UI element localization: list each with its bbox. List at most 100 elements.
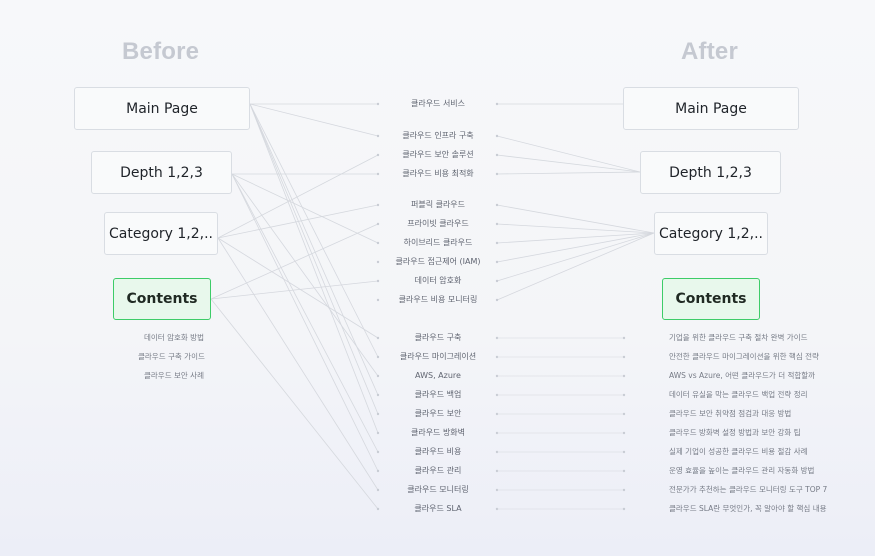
keyword-item: 클라우드 보안 [414, 409, 462, 418]
keyword-item: 퍼블릭 클라우드 [410, 200, 466, 209]
connector-dot [495, 241, 499, 245]
after-content-item: 클라우드 방화벽 설정 방법과 보안 강화 팁 [669, 428, 801, 437]
connector-dot [376, 488, 380, 492]
after-depth-node: Depth 1,2,3 [640, 151, 781, 194]
connector-line [496, 232, 655, 301]
keyword-item: 클라우드 보안 솔루션 [402, 150, 474, 159]
after-main-page-node: Main Page [623, 87, 799, 130]
after-content-item: 실제 기업이 성공한 클라우드 비용 절감 사례 [669, 447, 808, 456]
connector-line [217, 204, 379, 239]
after-content-item: 운영 효율을 높이는 클라우드 관리 자동화 방법 [669, 466, 815, 475]
before-content-item: 데이터 암호화 방법 [144, 333, 204, 342]
after-content-item: AWS vs Azure, 어떤 클라우드가 더 적합할까 [669, 371, 816, 380]
connector-dot [622, 469, 626, 473]
after-content-item: 전문가가 추천하는 클라우드 모니터링 도구 TOP 7 [669, 485, 828, 494]
before-heading: Before [122, 38, 200, 65]
after-content-item: 기업을 위한 클라우드 구축 절차 완벽 가이드 [669, 333, 808, 342]
keyword-item: 클라우드 비용 최적화 [402, 169, 474, 178]
before-depth-node: Depth 1,2,3 [91, 151, 232, 194]
connector-dot [376, 355, 380, 359]
connector-dot [376, 336, 380, 340]
connector-dot [495, 279, 499, 283]
connector-dot [376, 374, 380, 378]
connector-line [496, 232, 655, 263]
connector-line [496, 223, 655, 234]
connector-dot [376, 298, 380, 302]
connector-line [249, 103, 379, 137]
connector-dot [622, 507, 626, 511]
connector-dot [376, 450, 380, 454]
keyword-item: 클라우드 비용 모니터링 [398, 295, 478, 304]
connector-dot [622, 336, 626, 340]
connector-dot [495, 222, 499, 226]
after-heading: After [681, 38, 739, 65]
connector-dot [622, 393, 626, 397]
connector-dot [376, 393, 380, 397]
connector-line [217, 237, 379, 339]
keyword-item: 클라우드 인프라 구축 [402, 131, 474, 140]
connector-line [496, 232, 655, 282]
after-content-item: 클라우드 보안 취약점 점검과 대응 방법 [669, 409, 792, 418]
connector-line [217, 237, 379, 491]
connector-dot [622, 450, 626, 454]
before-main-page-node: Main Page [74, 87, 250, 130]
after-category-node: Category 1,2,.. [654, 212, 768, 255]
after-content-item: 클라우드 SLA란 무엇인가, 꼭 알아야 할 핵심 내용 [669, 504, 827, 513]
connector-dot [622, 412, 626, 416]
connector-dot [622, 374, 626, 378]
connector-line [496, 171, 641, 175]
connector-line [210, 298, 379, 510]
keyword-item: 클라우드 방화벽 [410, 428, 466, 437]
connector-line [231, 173, 379, 244]
connector-line [496, 154, 641, 173]
keyword-item: 클라우드 마이그레이션 [399, 352, 477, 361]
after-content-item: 안전한 클라우드 마이그레이션을 위한 핵심 전략 [669, 352, 819, 361]
connector-dot [622, 355, 626, 359]
connector-dot [376, 172, 380, 176]
keyword-item: 클라우드 모니터링 [407, 485, 469, 494]
keyword-item: 클라우드 관리 [414, 466, 462, 475]
connector-dot [622, 431, 626, 435]
before-content-item: 클라우드 보안 사례 [144, 371, 204, 380]
connector-line [231, 173, 379, 472]
connector-line [249, 103, 379, 415]
connector-line [210, 223, 379, 300]
connector-dot [376, 431, 380, 435]
connector-line [496, 232, 655, 244]
connector-dot [495, 134, 499, 138]
connector-dot [376, 469, 380, 473]
keyword-item: 프라이빗 클라우드 [407, 219, 469, 228]
after-content-item: 데이터 유실을 막는 클라우드 백업 전략 정리 [669, 390, 808, 399]
before-content-item: 클라우드 구축 가이드 [138, 352, 205, 361]
after-contents-node: Contents [662, 278, 760, 320]
connector-dot [376, 279, 380, 283]
connector-dot [495, 172, 499, 176]
keyword-item: 클라우드 비용 [414, 447, 462, 456]
connector-dot [376, 222, 380, 226]
keyword-item: 클라우드 구축 [414, 333, 462, 342]
connector-line [496, 135, 641, 173]
connector-dot [376, 102, 380, 106]
before-contents-node: Contents [113, 278, 211, 320]
connector-line [231, 173, 379, 453]
connector-dot [376, 153, 380, 157]
keyword-item: 하이브리드 클라우드 [403, 238, 473, 247]
connector-line [217, 154, 379, 239]
connector-dot [495, 298, 499, 302]
connector-line [496, 204, 655, 234]
connector-dot [376, 412, 380, 416]
connector-dot [495, 260, 499, 264]
connector-dot [376, 203, 380, 207]
connector-dot [495, 102, 499, 106]
connector-dot [376, 507, 380, 511]
keyword-item: 데이터 암호화 [414, 276, 462, 285]
keyword-item: 클라우드 백업 [414, 390, 462, 399]
keyword-item: 클라우드 서비스 [410, 99, 466, 108]
keyword-item: 클라우드 접근제어 (IAM) [395, 257, 481, 266]
connector-dot [495, 153, 499, 157]
connector-dot [376, 260, 380, 264]
connector-line [231, 173, 379, 377]
keyword-item: 클라우드 SLA [414, 504, 462, 513]
connector-line [210, 280, 379, 300]
